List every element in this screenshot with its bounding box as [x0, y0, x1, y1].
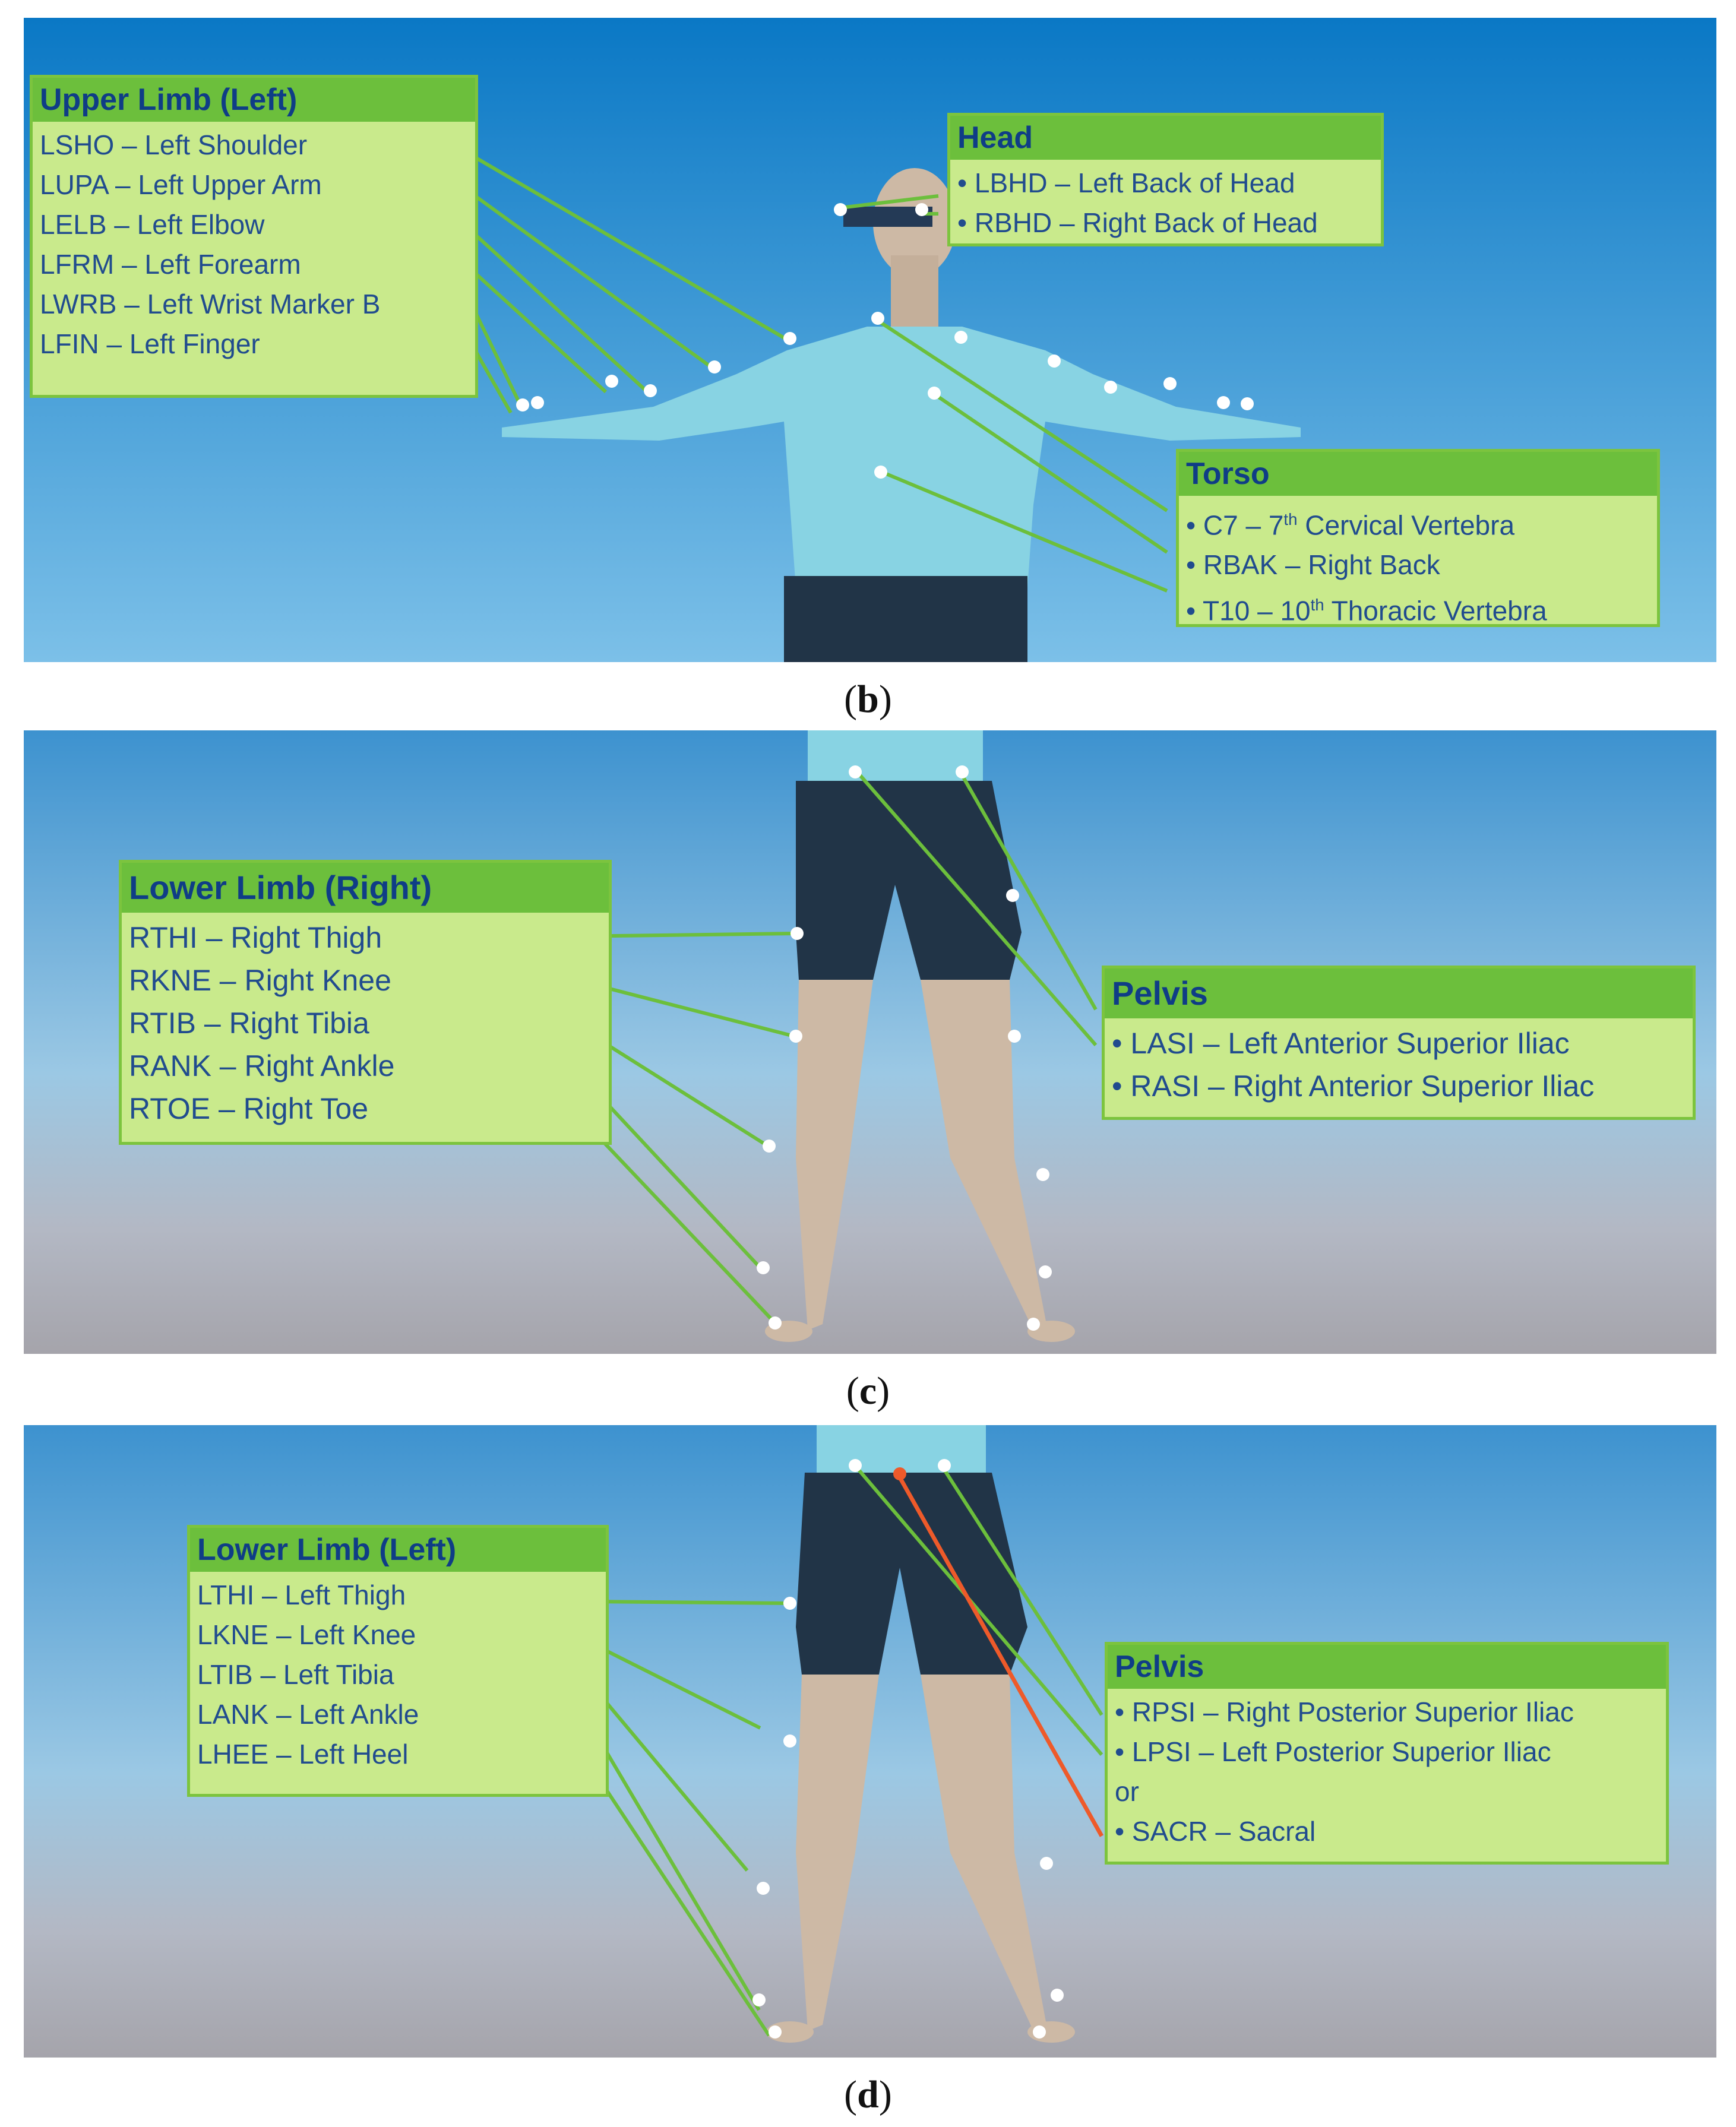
head-item: • RBHD – Right Back of Head	[957, 207, 1318, 238]
pelvis-front-box: Pelvis • LASI – Left Anterior Superior I…	[1102, 966, 1696, 1120]
upper-limb-left-title: Upper Limb (Left)	[33, 78, 475, 122]
lower-limb-right-item: RTOE – Right Toe	[129, 1092, 369, 1125]
head-title: Head	[950, 116, 1381, 160]
caption-d: (d)	[844, 2073, 892, 2116]
torso-item: • RBAK – Right Back	[1186, 549, 1440, 581]
torso-item: • C7 – 7th Cervical Vertebra	[1186, 509, 1515, 541]
mannequin-upper	[502, 168, 1301, 662]
upper-limb-left-item: LFRM – Left Forearm	[40, 249, 301, 280]
lower-limb-right-item: RANK – Right Ankle	[129, 1049, 395, 1083]
leader-lines	[589, 1467, 1103, 2037]
pelvis-front-item: • RASI – Right Anterior Superior Iliac	[1112, 1069, 1595, 1103]
upper-limb-left-box: Upper Limb (Left) LSHO – Left Shoulder L…	[30, 75, 478, 398]
lower-limb-left-title: Lower Limb (Left)	[190, 1528, 606, 1572]
lower-limb-right-item: RTHI – Right Thigh	[129, 921, 382, 954]
head-item: • LBHD – Left Back of Head	[957, 167, 1295, 198]
sacral-leader-line	[897, 1476, 1104, 1837]
lower-limb-left-item: LKNE – Left Knee	[197, 1619, 416, 1650]
torso-item: • T10 – 10th Thoracic Vertebra	[1186, 595, 1547, 626]
lower-limb-left-box: Lower Limb (Left) LTHI – Left Thigh LKNE…	[187, 1525, 609, 1797]
torso-box: Torso • C7 – 7th Cervical Vertebra • RBA…	[1176, 449, 1660, 627]
pelvis-back-item: • LPSI – Left Posterior Superior Iliac	[1115, 1736, 1551, 1767]
pelvis-back-box: Pelvis • RPSI – Right Posterior Superior…	[1105, 1642, 1669, 1865]
mannequin-lower-back	[766, 1425, 1075, 2043]
caption-c: (c)	[846, 1369, 890, 1413]
lower-limb-left-item: LHEE – Left Heel	[197, 1739, 409, 1770]
pelvis-front-title: Pelvis	[1105, 968, 1693, 1018]
lower-limb-right-box: Lower Limb (Right) RTHI – Right Thigh RK…	[119, 860, 612, 1145]
pelvis-back-item: • RPSI – Right Posterior Superior Iliac	[1115, 1696, 1574, 1727]
pelvis-back-title: Pelvis	[1108, 1645, 1666, 1689]
sacral-marker	[893, 1467, 906, 1480]
panel-b-upper-body: Upper Limb (Left) LSHO – Left Shoulder L…	[24, 18, 1716, 662]
lower-limb-right-item: RTIB – Right Tibia	[129, 1006, 369, 1040]
lower-limb-left-item: LANK – Left Ankle	[197, 1699, 419, 1730]
upper-limb-left-item: LFIN – Left Finger	[40, 328, 260, 359]
leader-lines	[473, 156, 1168, 593]
lower-limb-left-item: LTHI – Left Thigh	[197, 1580, 406, 1610]
panel-d-lower-body-back: Lower Limb (Left) LTHI – Left Thigh LKNE…	[24, 1425, 1716, 2058]
mannequin-lower-front	[765, 730, 1075, 1342]
markers	[516, 203, 1254, 479]
upper-limb-left-item: LSHO – Left Shoulder	[40, 129, 308, 160]
pelvis-back-item: • SACR – Sacral	[1115, 1816, 1316, 1847]
torso-title: Torso	[1179, 452, 1657, 496]
caption-b: (b)	[844, 678, 892, 721]
pelvis-back-item: or	[1115, 1776, 1139, 1807]
lower-limb-right-title: Lower Limb (Right)	[122, 863, 609, 913]
upper-limb-left-item: LELB – Left Elbow	[40, 209, 265, 240]
markers	[757, 765, 1052, 1331]
panel-c-lower-body-front: Lower Limb (Right) RTHI – Right Thigh RK…	[24, 730, 1716, 1354]
upper-limb-left-item: LUPA – Left Upper Arm	[40, 169, 322, 200]
lower-limb-left-item: LTIB – Left Tibia	[197, 1659, 394, 1690]
upper-limb-left-item: LWRB – Left Wrist Marker B	[40, 289, 381, 319]
head-box: Head • LBHD – Left Back of Head • RBHD –…	[947, 113, 1384, 246]
lower-limb-right-item: RKNE – Right Knee	[129, 964, 391, 997]
markers	[752, 1459, 1064, 2039]
pelvis-front-item: • LASI – Left Anterior Superior Iliac	[1112, 1027, 1570, 1060]
